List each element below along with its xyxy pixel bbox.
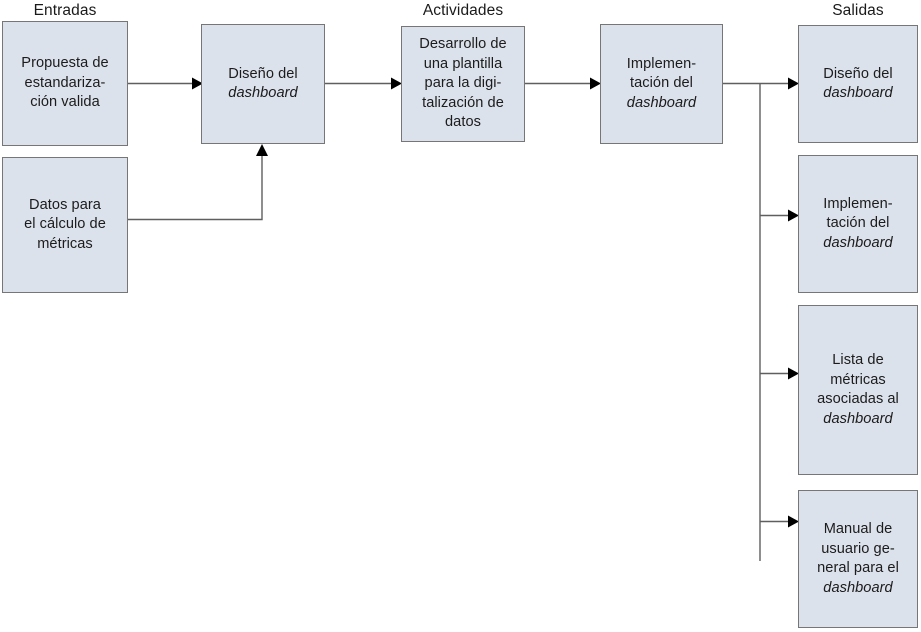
edge-implementacion-to-salida4 [760, 515, 799, 528]
edge-propuesta-to-diseno [128, 77, 203, 90]
edge-implementacion-to-salida2 [760, 209, 799, 222]
column-header-actividades: Actividades [422, 2, 504, 19]
edge-desarrollo-to-implementacion [525, 77, 601, 90]
column-header-salidas: Salidas [832, 2, 884, 19]
edge-implementacion-to-salida3 [760, 367, 799, 380]
edge-implementacion-to-salida1 [723, 77, 799, 90]
column-header-entradas: Entradas [33, 2, 97, 19]
edge-diseno-to-desarrollo [325, 77, 402, 90]
edge-datos-to-diseno [128, 144, 268, 221]
